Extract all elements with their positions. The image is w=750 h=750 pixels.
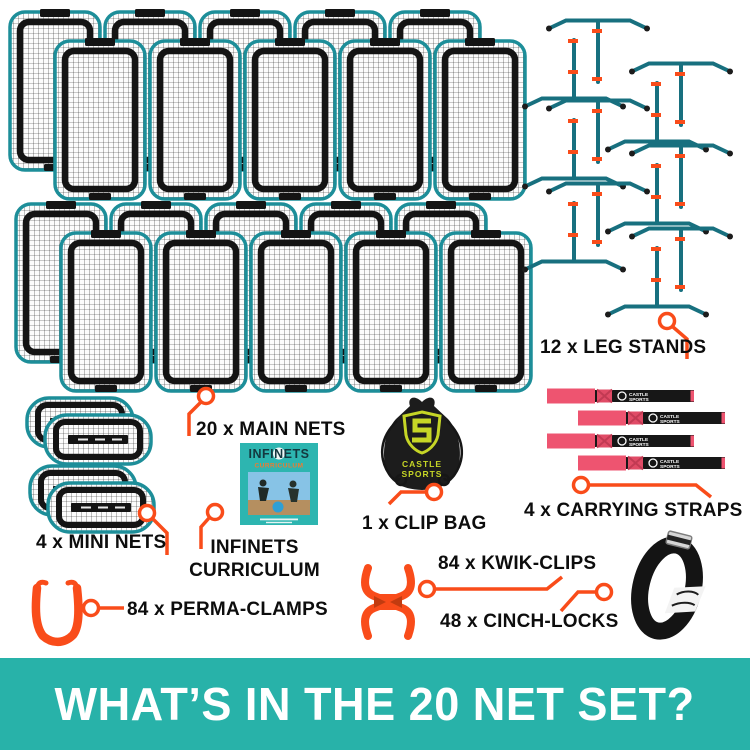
main-nets-label: 20 x MAIN NETS <box>196 419 346 440</box>
clip-bag-callout <box>387 482 444 506</box>
svg-text:SPORTS: SPORTS <box>660 464 681 470</box>
leg-stand-graphic <box>605 226 733 318</box>
svg-text:CASTLE: CASTLE <box>402 459 442 469</box>
kwik-clips-callout <box>417 575 564 599</box>
main-net-graphic <box>439 230 533 393</box>
carrying-strap-graphic: CASTLE SPORTS <box>547 433 694 449</box>
main-net-graphic <box>59 230 153 393</box>
clip-bag-label: 1 x CLIP BAG <box>362 513 487 534</box>
perma-clamps-callout <box>81 598 124 618</box>
main-nets-callout <box>187 386 216 436</box>
svg-text:CASTLE: CASTLE <box>629 437 649 443</box>
svg-text:CASTLE: CASTLE <box>629 392 649 398</box>
kwik-clips-label: 84 x KWIK-CLIPS <box>438 553 597 574</box>
mini-nets-callout <box>137 503 169 555</box>
kwik-clip-graphic <box>361 564 415 640</box>
carrying-strap-graphic: CASTLE SPORTS <box>547 388 694 404</box>
leg-stands-callout <box>657 311 689 359</box>
main-net-graphic <box>243 38 337 201</box>
carrying-straps-callout <box>571 475 713 499</box>
cinch-locks-label: 48 x CINCH-LOCKS <box>440 611 619 632</box>
cinch-lock-graphic <box>631 530 706 640</box>
curriculum-label-line2: CURRICULUM <box>189 560 320 581</box>
perma-clamps-label: 84 x PERMA-CLAMPS <box>127 599 328 620</box>
clip-bag-graphic: CASTLE SPORTS <box>380 397 464 490</box>
main-net-graphic <box>148 38 242 201</box>
svg-text:INFINETS: INFINETS <box>249 447 310 461</box>
svg-text:CASTLE: CASTLE <box>660 414 680 420</box>
svg-text:SPORTS: SPORTS <box>629 397 650 403</box>
main-net-graphic <box>249 230 343 393</box>
carrying-strap-graphic: CASTLE SPORTS <box>578 455 725 471</box>
curriculum-label-line1: INFINETS <box>210 537 299 558</box>
main-net-graphic <box>344 230 438 393</box>
leg-stand-graphic <box>605 61 733 153</box>
banner: WHAT’S IN THE 20 NET SET? <box>0 658 750 750</box>
main-net-graphic <box>433 38 527 201</box>
mini-net-graphic <box>43 413 153 466</box>
perma-clamp-graphic <box>31 579 83 647</box>
svg-text:SPORTS: SPORTS <box>402 469 443 479</box>
curriculum-label: INFINETS CURRICULUM <box>172 536 337 582</box>
svg-text:SPORTS: SPORTS <box>629 442 650 448</box>
mini-nets-label: 4 x MINI NETS <box>36 532 167 553</box>
main-net-graphic <box>53 38 147 201</box>
leg-stand-graphic <box>522 98 650 190</box>
leg-stand-graphic <box>605 143 733 235</box>
banner-title: WHAT’S IN THE 20 NET SET? <box>54 678 696 730</box>
cinch-locks-callout <box>559 582 614 613</box>
carrying-straps-label: 4 x CARRYING STRAPS <box>524 500 743 521</box>
mini-net-graphic <box>46 481 156 534</box>
carrying-strap-graphic: CASTLE SPORTS <box>578 410 725 426</box>
svg-text:CASTLE: CASTLE <box>660 459 680 465</box>
leg-stands-label: 12 x LEG STANDS <box>540 337 707 358</box>
leg-stand-graphic <box>522 18 650 110</box>
svg-text:CURRICULUM: CURRICULUM <box>254 463 303 470</box>
leg-stand-graphic <box>522 181 650 273</box>
bag-shield-logo-icon <box>402 410 442 455</box>
curriculum-book-graphic: INFINETS CURRICULUM <box>240 443 318 525</box>
main-net-graphic <box>154 230 248 393</box>
curriculum-callout <box>199 502 225 549</box>
svg-text:SPORTS: SPORTS <box>660 419 681 425</box>
main-net-graphic <box>338 38 432 201</box>
